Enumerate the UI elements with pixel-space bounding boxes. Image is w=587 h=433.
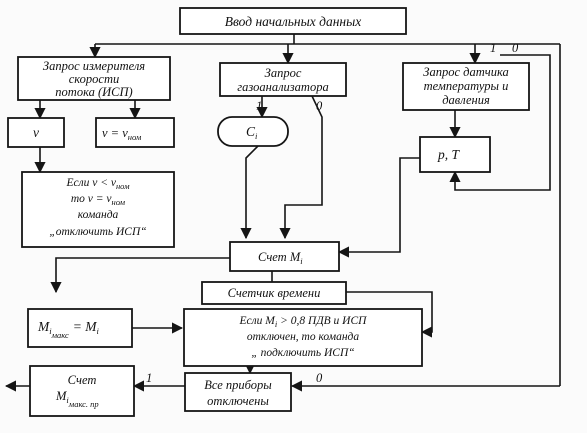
all-off-line-2: отключены (207, 394, 269, 408)
isp-query-line-3: потока (ИСП) (55, 85, 132, 99)
pt-box (419, 136, 491, 173)
gas-query-line-1: Запрос (265, 66, 302, 80)
isp-query-line-2: скорости (69, 72, 120, 86)
calc-m-max-line-1: Счет (68, 373, 97, 387)
if-m-line-2: отключен, то команда (247, 331, 359, 343)
start-box (179, 7, 407, 35)
ci-terminal (217, 116, 289, 147)
all-off-box (184, 372, 292, 412)
all-off-branch-one: 1 (146, 371, 152, 385)
all-off-branch-zero: 0 (316, 371, 323, 385)
timer-box (201, 281, 347, 305)
temp-query-box (402, 62, 530, 111)
temp-query-line-2: температуры и (424, 79, 509, 93)
start-label: Ввод начальных данных (225, 14, 362, 29)
temp-query-line-1: Запрос датчика (423, 65, 508, 79)
calc-m-label: Счет Mi (258, 250, 303, 266)
if-v-line-3: команда (78, 209, 119, 221)
connector-calc-to-mmax (50, 257, 230, 294)
timer-label: Счетчик времени (228, 286, 321, 300)
if-m-line-1: Если Mi > 0,8 ПДВ и ИСП (239, 315, 368, 329)
v-nom-label: v = vном (102, 126, 142, 142)
connector-temp-zero (449, 54, 551, 191)
gas-query-line-2: газоанализатора (237, 80, 328, 94)
all-off-line-1: Все приборы (204, 378, 272, 392)
if-v-box (21, 171, 175, 248)
if-v-line-2: то v = vном (71, 193, 126, 207)
if-m-box (183, 308, 423, 367)
if-v-line-1: Если v < vном (65, 177, 130, 191)
gas-query-box (219, 62, 347, 97)
ci-label: Ci (246, 124, 258, 141)
v-nom-box (95, 117, 175, 148)
pt-label: p, T (437, 147, 461, 162)
m-max-label: Miмакс= Mi (37, 319, 99, 340)
if-v-line-4: „отключить ИСП“ (49, 226, 146, 238)
if-m-line-3: „ подключить ИСП“ (251, 347, 354, 359)
temp-branch-one: 1 (490, 41, 496, 55)
v-box (7, 117, 65, 148)
temp-query-line-3: давления (442, 93, 490, 107)
connector-timer-to-if (346, 291, 433, 338)
connectors (4, 34, 561, 392)
temp-branch-zero: 0 (512, 41, 519, 55)
calc-m-box (229, 241, 340, 272)
gas-branch-one: 1 (256, 99, 262, 113)
isp-query-box (17, 56, 171, 101)
calc-m-max-line-2: Miмакс. пр (55, 389, 99, 409)
connector-pt-to-calc (337, 157, 420, 258)
m-max-box (27, 308, 133, 348)
isp-query-line-1: Запрос измерителя (43, 59, 145, 73)
v-label: v (33, 125, 39, 140)
connector-ci-to-calc (240, 145, 259, 240)
calc-m-max-box (29, 365, 135, 417)
connector-gas-zero (279, 95, 323, 240)
gas-branch-zero: 0 (316, 99, 323, 113)
